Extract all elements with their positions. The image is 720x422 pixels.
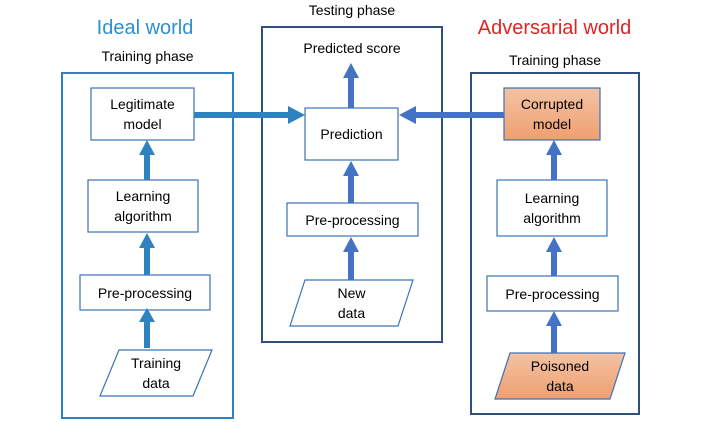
poisoned-data-label: Poisoned data [530, 358, 590, 394]
ideal-preprocessing-label: Pre-processing [97, 284, 193, 301]
testing-phase-label: Testing phase [308, 2, 396, 18]
ideal-learning-label: Learning algorithm [114, 188, 172, 224]
corrupted-model-label: Corrupted model [520, 96, 584, 132]
adv-learning-box [496, 179, 608, 237]
testing-arrows [343, 63, 359, 280]
ideal-arrows [139, 140, 155, 348]
test-preprocessing-box [286, 202, 419, 237]
prediction-box [304, 107, 399, 161]
corrupted-model-box [503, 87, 601, 141]
new-data-label: New data [337, 285, 366, 321]
test-preprocessing-label: Pre-processing [305, 211, 400, 228]
legit-model-box [90, 87, 195, 141]
ideal-learning-box [87, 179, 199, 233]
legit-to-prediction-arrow [194, 106, 305, 124]
ideal-training-phase-label: Training phase [101, 48, 194, 64]
ideal-frame [61, 72, 234, 419]
corrupted-to-prediction-arrow [399, 106, 504, 124]
training-data-label: Training data [130, 355, 182, 391]
legit-model-label: Legitimate model [110, 96, 175, 132]
adv-preprocessing-label: Pre-processing [505, 285, 600, 302]
testing-frame [261, 26, 443, 343]
adversarial-world-title: Adversarial world [477, 17, 632, 39]
adv-preprocessing-box [486, 275, 619, 312]
adversarial-arrows [546, 140, 562, 353]
poisoned-data-shape [494, 352, 626, 400]
training-data-shape [99, 349, 213, 397]
new-data-shape [289, 279, 414, 327]
prediction-label: Prediction [320, 126, 383, 142]
ideal-world-title: Ideal world [96, 17, 194, 39]
predicted-score-label: Predicted score [303, 40, 401, 56]
adversarial-frame [470, 72, 640, 415]
adv-learning-label: Learning algorithm [523, 190, 581, 226]
adv-training-phase-label: Training phase [508, 52, 602, 68]
